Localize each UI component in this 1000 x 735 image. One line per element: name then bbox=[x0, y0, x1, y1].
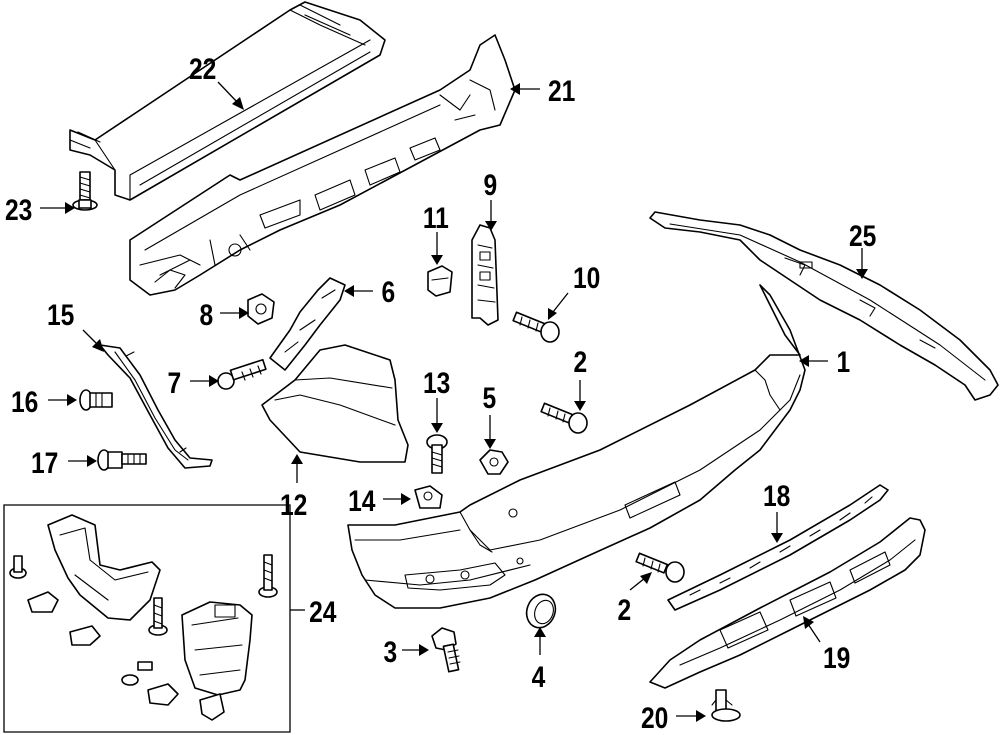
part-5-nut bbox=[479, 449, 509, 475]
part-12-corner-cover bbox=[261, 344, 409, 463]
callout-4: 4 bbox=[532, 660, 546, 694]
callout-21: 21 bbox=[548, 74, 575, 108]
part-23-bolt bbox=[72, 171, 98, 211]
part-11-clip-nut bbox=[427, 265, 453, 297]
callout-labels: 1 2 2 3 4 5 6 7 8 9 10 11 12 13 14 15 16… bbox=[5, 52, 876, 735]
part-3-bolt bbox=[431, 627, 461, 673]
callout-11: 11 bbox=[423, 201, 449, 235]
part-20-push-pin bbox=[711, 689, 741, 722]
part-24-inset bbox=[3, 504, 305, 733]
part-10-bolt bbox=[512, 311, 560, 343]
inset-bolt-1 bbox=[9, 555, 27, 579]
part-21-energy-absorber bbox=[129, 34, 516, 296]
callout-22: 22 bbox=[189, 52, 216, 86]
callout-20: 20 bbox=[641, 701, 668, 735]
callout-7: 7 bbox=[168, 366, 182, 400]
callout-10: 10 bbox=[573, 261, 600, 295]
callout-8: 8 bbox=[200, 298, 214, 332]
part-13-bolt bbox=[426, 434, 448, 474]
inset-bolt-3 bbox=[148, 597, 168, 636]
callout-1: 1 bbox=[837, 345, 851, 379]
callout-5: 5 bbox=[483, 381, 497, 415]
callout-23: 23 bbox=[5, 193, 32, 227]
part-7-bolt bbox=[217, 358, 267, 390]
part-2-bolt-upper bbox=[540, 402, 588, 434]
part-18-reflector-strip bbox=[667, 484, 889, 611]
part-14-clip bbox=[414, 485, 443, 509]
callout-24: 24 bbox=[309, 595, 337, 629]
inset-bolt-4 bbox=[121, 661, 153, 686]
callout-12: 12 bbox=[280, 488, 307, 522]
callout-18: 18 bbox=[763, 479, 790, 513]
callout-2-lower: 2 bbox=[618, 593, 632, 627]
leader-lines bbox=[40, 81, 868, 722]
part-8-nut bbox=[247, 293, 275, 325]
part-1-bumper-cover bbox=[347, 284, 806, 609]
callout-17: 17 bbox=[31, 446, 58, 480]
part-2-bolt-lower bbox=[635, 552, 685, 583]
callout-6: 6 bbox=[382, 275, 396, 309]
callout-3: 3 bbox=[384, 635, 398, 669]
callout-15: 15 bbox=[47, 298, 74, 332]
callout-25: 25 bbox=[849, 219, 876, 253]
callout-9: 9 bbox=[484, 168, 498, 202]
callout-16: 16 bbox=[11, 385, 38, 419]
part-25-deflector bbox=[649, 211, 999, 401]
inset-bolt-2 bbox=[258, 554, 278, 598]
part-19-lower-valance bbox=[649, 517, 926, 689]
part-4-cap bbox=[525, 593, 557, 629]
callout-19: 19 bbox=[823, 641, 850, 675]
part-15-trim-strip bbox=[99, 344, 213, 469]
part-17-fastener bbox=[97, 449, 147, 471]
part-6-side-bracket bbox=[269, 277, 346, 371]
part-9-bracket bbox=[471, 224, 499, 326]
part-22-impact-bar bbox=[69, 1, 386, 201]
part-16-fastener bbox=[79, 389, 113, 411]
callout-13: 13 bbox=[423, 366, 450, 400]
callout-14: 14 bbox=[348, 484, 376, 518]
callout-2-upper: 2 bbox=[574, 345, 588, 379]
